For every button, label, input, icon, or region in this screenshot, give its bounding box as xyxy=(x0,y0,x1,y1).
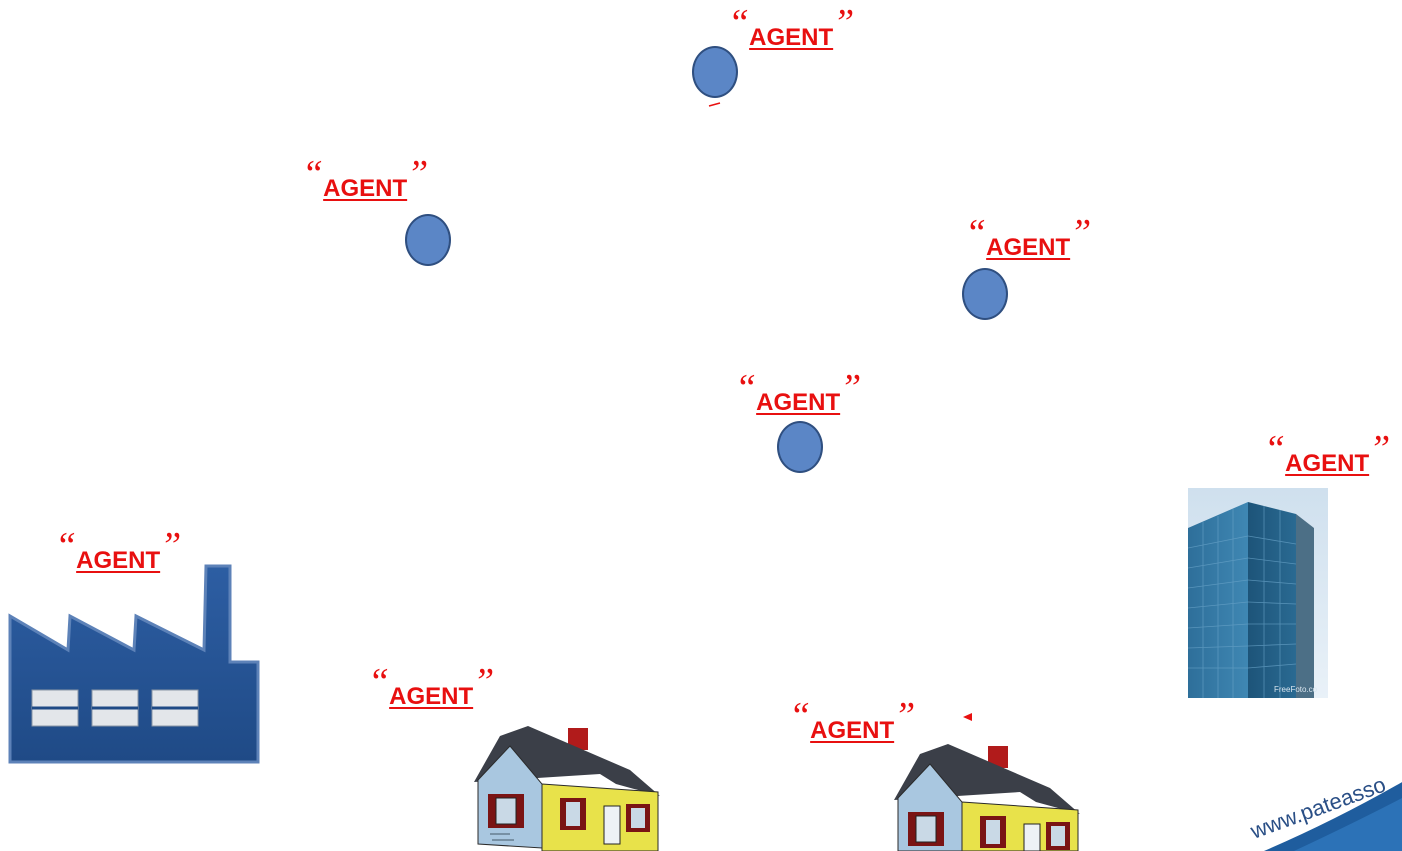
arrow-tick-mark xyxy=(963,713,972,721)
agent-label-center: “AGENT” xyxy=(735,367,862,416)
dot-tail-mark xyxy=(708,102,721,107)
agent-dot-center xyxy=(777,421,823,473)
watermark-logo: www.pateasso xyxy=(1246,772,1402,851)
agent-label-house-right: “AGENT” xyxy=(789,695,916,744)
office-building-photo: FreeFoto.co xyxy=(1188,488,1328,698)
photo-credit: FreeFoto.co xyxy=(1274,685,1318,694)
agent-dot-upper-left xyxy=(405,214,451,266)
agent-label-right: “AGENT” xyxy=(965,212,1092,261)
agent-label-factory: “AGENT” xyxy=(55,525,182,574)
agent-label-house-left: “AGENT” xyxy=(368,661,495,710)
agent-label-upper-left: “AGENT” xyxy=(302,153,429,202)
factory-icon xyxy=(8,564,260,764)
agent-label-building: “AGENT” xyxy=(1264,428,1391,477)
house-icon-left xyxy=(474,726,660,851)
agent-label-top: “AGENT” xyxy=(728,2,855,51)
agent-dot-top xyxy=(692,46,738,98)
agent-dot-right xyxy=(962,268,1008,320)
house-icon-right xyxy=(894,744,1080,851)
